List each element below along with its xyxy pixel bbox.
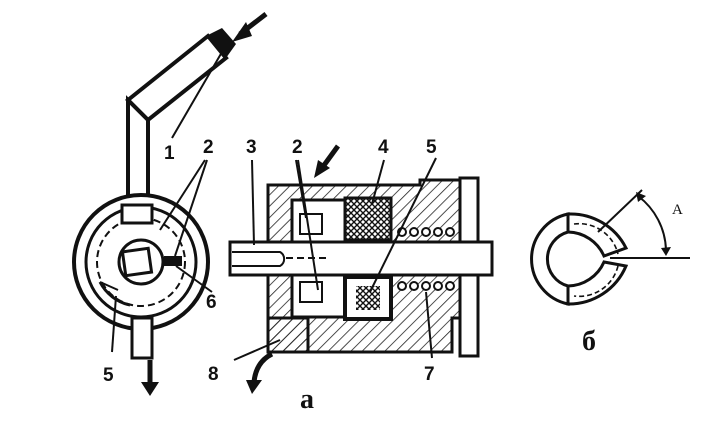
label-8: 8 bbox=[208, 364, 219, 385]
insert-arrow-icon bbox=[232, 12, 268, 42]
label-angle-a: A bbox=[672, 202, 683, 218]
force-arrow-icon bbox=[314, 144, 341, 178]
key-handle bbox=[125, 33, 229, 123]
key-square-slot bbox=[120, 246, 154, 278]
down-arrow-icon bbox=[141, 360, 159, 396]
label-7: 7 bbox=[424, 364, 435, 385]
label-2-mid: 2 bbox=[292, 137, 303, 158]
shaft-3 bbox=[228, 240, 494, 277]
spring-lower bbox=[397, 281, 455, 291]
key-lock-face-view: 1 2 6 5 bbox=[72, 12, 268, 396]
segment-detail-view: A б bbox=[530, 189, 690, 357]
label-3: 3 bbox=[246, 137, 257, 158]
rotation-arrow-icon bbox=[246, 351, 274, 394]
label-1: 1 bbox=[164, 143, 175, 164]
lock-section-view: 3 2 4 5 8 7 а bbox=[208, 137, 494, 415]
key-shank bbox=[126, 95, 150, 207]
caption-b: б bbox=[582, 326, 596, 357]
caption-a: а bbox=[300, 384, 314, 415]
label-4: 4 bbox=[378, 137, 389, 158]
label-5-mid: 5 bbox=[426, 137, 437, 158]
label-5-left: 5 bbox=[103, 365, 114, 386]
block-4 bbox=[343, 196, 393, 242]
label-2-left: 2 bbox=[203, 137, 214, 158]
label-6: 6 bbox=[206, 292, 217, 313]
